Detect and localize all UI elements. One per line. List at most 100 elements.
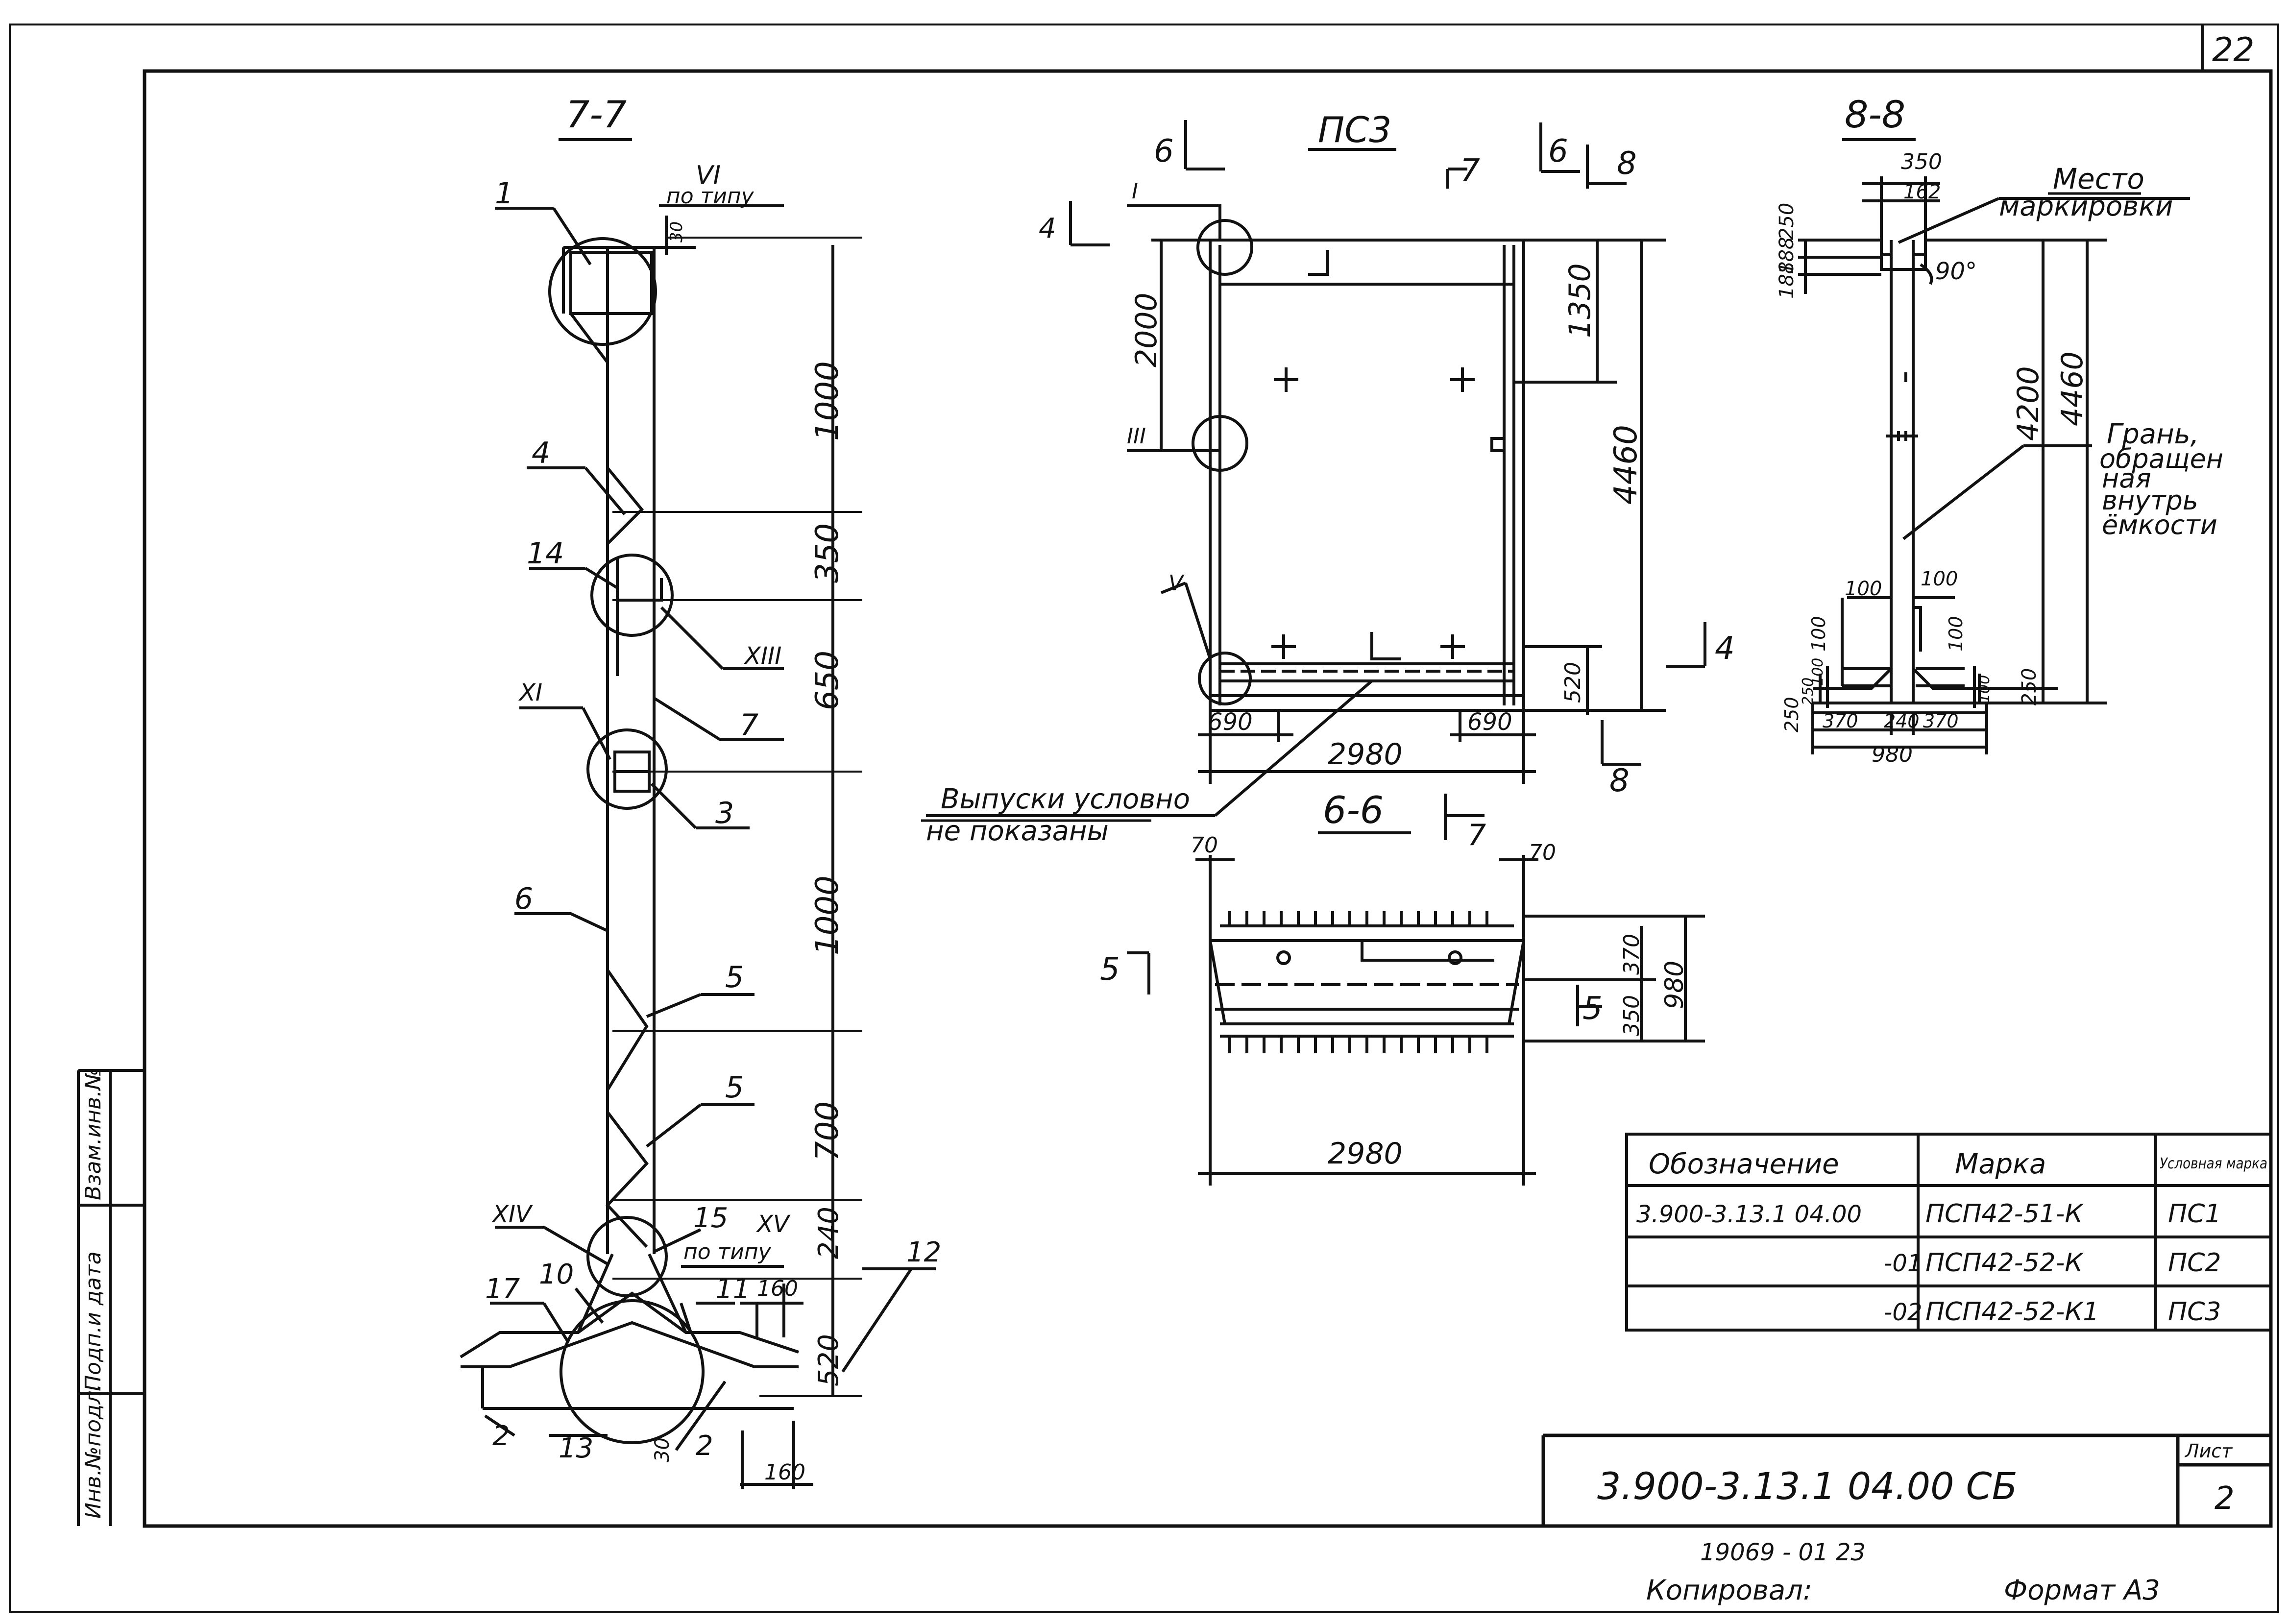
- view-7-7-title: 7-7: [566, 93, 627, 136]
- dim-1000-b: 1000: [809, 875, 846, 955]
- dim-980-88: 980: [1872, 742, 1913, 767]
- table-row1-mark: ПСП42-51-К: [1925, 1199, 2084, 1229]
- dim-100-d: 100: [1945, 616, 1967, 652]
- leader-xi: XI: [518, 679, 542, 706]
- leader-5b: 5: [725, 1070, 744, 1105]
- side-stamp-replace: Взам.инв.№: [81, 1067, 106, 1200]
- cut-mark-7: 7: [1460, 153, 1480, 189]
- table-row2-cond: ПС2: [2168, 1248, 2221, 1278]
- stamp-code: 3.900-3.13.1 04.00 СБ: [1597, 1464, 2018, 1508]
- face-label-5: ёмкости: [2102, 509, 2217, 540]
- dim-350-66: 350: [1619, 995, 1644, 1036]
- table-header-mark: Марка: [1955, 1148, 2046, 1180]
- dim-162-88: 162: [1903, 181, 1941, 203]
- dim-350: 350: [809, 523, 846, 583]
- dim-2980-66: 2980: [1328, 1137, 1403, 1171]
- view-8-8: 8-8: [1776, 93, 2223, 767]
- angle-90: 90°: [1935, 258, 1977, 285]
- leader-xiii: XIII: [743, 642, 781, 670]
- leader-5a: 5: [725, 960, 744, 994]
- leader-30: 30: [651, 1437, 674, 1462]
- leader-xiv: XIV: [491, 1201, 533, 1228]
- node-iii: III: [1127, 424, 1146, 449]
- table-row2-designation: -01: [1884, 1250, 1922, 1277]
- dim-70-right: 70: [1529, 840, 1556, 865]
- cut-mark-6-right: 6: [1548, 133, 1568, 170]
- leader-4: 4: [532, 436, 550, 470]
- side-stamp-inv: Инв.№подл.: [81, 1383, 106, 1519]
- dim-650: 650: [809, 651, 846, 710]
- dim-250-bl: 250: [1781, 697, 1802, 732]
- dim-2000: 2000: [1129, 292, 1164, 367]
- leader-14: 14: [527, 536, 564, 571]
- face-label-3: ная: [2102, 463, 2151, 494]
- dim-520-ps3: 520: [1560, 662, 1585, 703]
- bottom-code: 19069 - 01 23: [1700, 1539, 1866, 1566]
- dim-100-a: 100: [1845, 578, 1882, 600]
- table-row3-cond: ПС3: [2168, 1297, 2221, 1327]
- dim-370-66: 370: [1619, 934, 1644, 975]
- cut-mark-8-top: 8: [1617, 145, 1637, 182]
- dim-100-c: 100: [1808, 616, 1829, 652]
- stamp-list-number: 2: [2215, 1480, 2235, 1517]
- leader-15: 15: [693, 1202, 728, 1234]
- leader-13: 13: [559, 1432, 593, 1464]
- dim-700: 700: [809, 1101, 846, 1161]
- cut-mark-4-left: 4: [1039, 213, 1056, 244]
- dim-350-88: 350: [1901, 149, 1942, 174]
- dim-240-88: 240: [1884, 710, 1920, 732]
- dim-1350: 1350: [1563, 263, 1597, 338]
- view-ps3-title: ПС3: [1318, 109, 1391, 150]
- view-6-6: 6-6 7: [1100, 788, 1705, 1186]
- leader-xv: XV: [755, 1211, 791, 1238]
- leader-17: 17: [485, 1273, 520, 1305]
- spec-table: Обозначение Марка Условная марка 3.900-3…: [1625, 1133, 2272, 1332]
- leader-xv-by-type: по типу: [683, 1239, 772, 1264]
- view-8-8-title: 8-8: [1845, 93, 1905, 136]
- sheet-frame: [9, 24, 2279, 1613]
- view-ps3: ПС3: [921, 109, 1735, 847]
- cut-mark-5-left: 5: [1100, 951, 1120, 988]
- dim-70-left: 70: [1191, 833, 1218, 858]
- leader-12: 12: [906, 1236, 941, 1268]
- cut-mark-4-right: 4: [1715, 630, 1735, 667]
- dim-370-left: 370: [1823, 710, 1858, 732]
- dim-4460-88: 4460: [2055, 351, 2090, 426]
- node-v: V: [1168, 571, 1185, 596]
- side-stamp-sign: Подп.и дата: [81, 1251, 106, 1391]
- leader-2a: 2: [492, 1420, 510, 1452]
- mark-label-line2: маркировки: [1999, 191, 2173, 222]
- dim-250-br: 250: [2018, 668, 2041, 705]
- leader-10: 10: [539, 1259, 574, 1290]
- table-row1-cond: ПС1: [2168, 1199, 2221, 1229]
- dim-4460-ps3: 4460: [1608, 425, 1644, 505]
- dim-100-f: 100: [1976, 675, 1993, 703]
- view-7-7: 7-7: [460, 93, 941, 1489]
- table-header-designation: Обозначение: [1649, 1148, 1839, 1180]
- leader-1: 1: [495, 176, 513, 211]
- cut-mark-7-66: 7: [1467, 818, 1486, 852]
- note-outlets-line1: Выпуски условно: [941, 783, 1190, 815]
- table-row3-mark: ПСП42-52-К1: [1925, 1297, 2099, 1327]
- view-6-6-title: 6-6: [1323, 788, 1384, 832]
- dim-690-left: 690: [1208, 708, 1253, 736]
- table-row1-designation: 3.900-3.13.1 04.00: [1636, 1201, 1862, 1228]
- dim-160-lower: 160: [764, 1460, 805, 1485]
- dim-250-mid: 250: [1800, 678, 1817, 705]
- dim-188-a: 188: [1776, 237, 1798, 274]
- leader-2b: 2: [696, 1430, 713, 1462]
- dim-100-e: 100: [1809, 658, 1826, 686]
- face-label-4: внутрь: [2102, 485, 2198, 516]
- leader-3: 3: [715, 796, 734, 830]
- dim-690-right: 690: [1467, 708, 1512, 736]
- dim-520: 520: [813, 1334, 845, 1386]
- dim-4200: 4200: [2011, 366, 2045, 441]
- format-label: Формат А3: [2004, 1575, 2160, 1606]
- dim-100-b: 100: [1921, 568, 1958, 590]
- dim-30-top: 30: [667, 221, 686, 242]
- node-vi-by-type: по типу: [666, 184, 755, 209]
- table-header-cond-mark: Условная марка: [2160, 1155, 2267, 1172]
- cut-mark-5-right: 5: [1582, 991, 1603, 1027]
- page-number: 22: [2212, 31, 2255, 70]
